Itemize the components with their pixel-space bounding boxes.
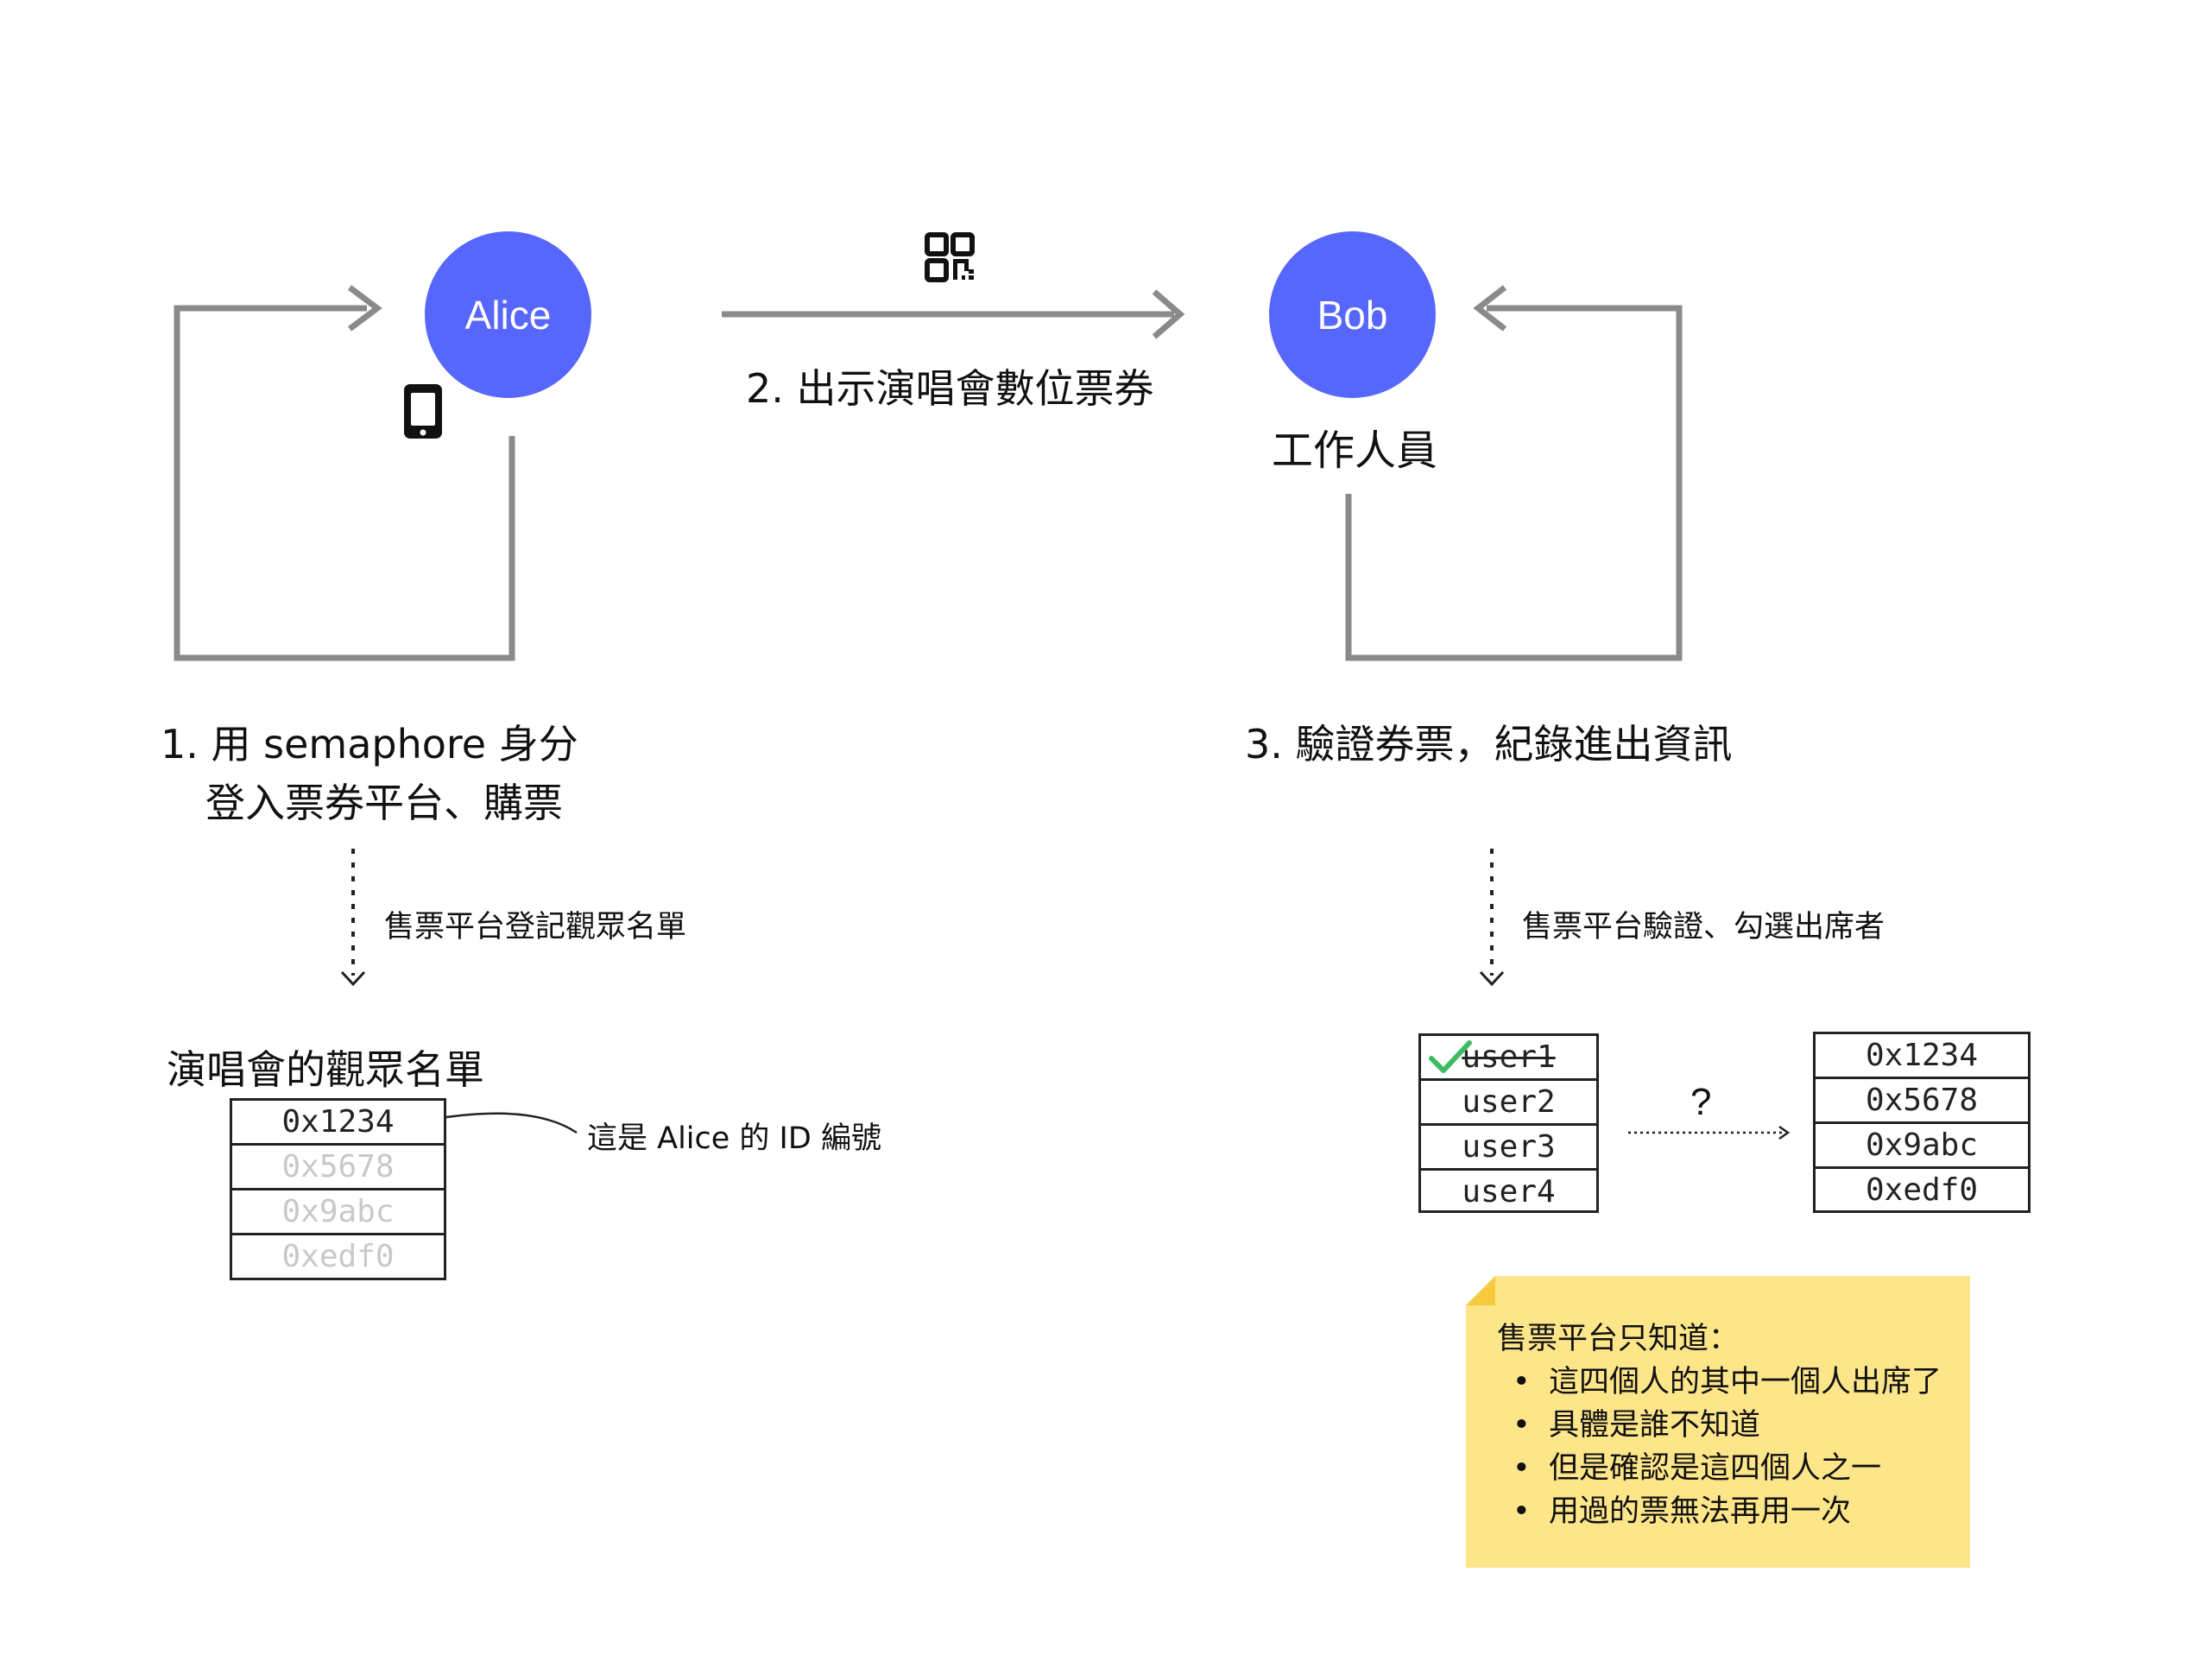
user-row: user3 xyxy=(1421,1126,1596,1171)
qr-code-icon xyxy=(925,232,975,282)
attendance-id-row: 0xedf0 xyxy=(1816,1169,2028,1211)
attendance-id-row: 0x1234 xyxy=(1816,1034,2028,1079)
sticky-note-item: 但是確認是這四個人之一 xyxy=(1513,1447,1944,1490)
audience-id-value: 0x5678 xyxy=(281,1149,395,1184)
user-row: user4 xyxy=(1421,1171,1596,1213)
user-row: user1 xyxy=(1421,1036,1596,1081)
sticky-note-item: 用過的票無法再用一次 xyxy=(1513,1490,1944,1533)
user-table: user1 user2 user3 user4 xyxy=(1418,1033,1599,1213)
alice-label: Alice xyxy=(464,292,552,338)
verify-note: 售票平台驗證、勾選出席者 xyxy=(1522,910,1885,944)
audience-id-value: 0x9abc xyxy=(281,1194,395,1229)
attendance-id-row: 0x5678 xyxy=(1816,1079,2028,1124)
bob-loop-arrowhead xyxy=(1473,285,1507,332)
alice-id-callout: 這是 Alice 的 ID 編號 xyxy=(587,1121,881,1156)
ticket-arrow-head xyxy=(1152,289,1185,339)
sticky-note-list: 這四個人的其中一個人出席了 具體是誰不知道 但是確認是這四個人之一 用過的票無法… xyxy=(1497,1361,1944,1533)
sticky-note-item: 具體是誰不知道 xyxy=(1513,1404,1944,1447)
attendance-id-row: 0x9abc xyxy=(1816,1124,2028,1169)
audience-id-table: 0x1234 0x5678 0x9abc 0xedf0 xyxy=(230,1098,446,1280)
bob-role-label: 工作人員 xyxy=(1272,426,1438,475)
audience-id-row: 0xedf0 xyxy=(232,1235,444,1278)
user-row: user2 xyxy=(1421,1081,1596,1126)
audience-list-title: 演唱會的觀眾名單 xyxy=(167,1046,484,1093)
register-note: 售票平台登記觀眾名單 xyxy=(384,910,687,944)
sticky-note: 售票平台只知道： 這四個人的其中一個人出席了 具體是誰不知道 但是確認是這四個人… xyxy=(1466,1276,1970,1568)
user-value: user4 xyxy=(1462,1174,1556,1209)
audience-id-value: 0x1234 xyxy=(281,1104,395,1140)
audience-id-row: 0x9abc xyxy=(232,1191,444,1235)
attendance-id-value: 0x1234 xyxy=(1865,1038,1979,1073)
unknown-mapping-label: ? xyxy=(1690,1081,1712,1123)
audience-id-value: 0xedf0 xyxy=(281,1239,395,1274)
sticky-note-title: 售票平台只知道： xyxy=(1497,1322,1740,1356)
bob-node: Bob xyxy=(1269,231,1436,398)
sticky-note-item: 這四個人的其中一個人出席了 xyxy=(1513,1361,1944,1404)
bob-label: Bob xyxy=(1317,292,1388,338)
register-arrowhead xyxy=(340,970,366,987)
sticky-fold-corner xyxy=(1466,1276,1495,1305)
step3-label: 3. 驗證券票，紀錄進出資訊 xyxy=(1245,721,1733,767)
step1-line1: 1. 用 semaphore 身分 xyxy=(161,721,578,767)
attendance-id-value: 0xedf0 xyxy=(1865,1172,1979,1208)
alice-node: Alice xyxy=(425,231,591,398)
step1-line2: 登入票券平台、購票 xyxy=(205,780,563,826)
user-value: user3 xyxy=(1462,1129,1556,1165)
attendance-id-value: 0x5678 xyxy=(1865,1083,1979,1118)
alice-loop-arrowhead xyxy=(347,285,382,332)
mapping-arrowhead xyxy=(1778,1125,1791,1140)
verify-arrowhead xyxy=(1479,970,1505,987)
audience-id-row: 0x5678 xyxy=(232,1146,444,1191)
bob-loop-connector xyxy=(1345,305,1683,661)
attendance-id-table: 0x1234 0x5678 0x9abc 0xedf0 xyxy=(1813,1032,2031,1213)
attendance-id-value: 0x9abc xyxy=(1865,1127,1979,1163)
phone-icon xyxy=(404,384,442,439)
user-value: user1 xyxy=(1462,1039,1556,1075)
check-icon xyxy=(1429,1040,1472,1073)
audience-id-row: 0x1234 xyxy=(232,1101,444,1146)
user-value: user2 xyxy=(1462,1084,1556,1120)
step2-label: 2. 出示演唱會數位票券 xyxy=(746,365,1154,412)
alice-loop-connector xyxy=(174,305,515,661)
